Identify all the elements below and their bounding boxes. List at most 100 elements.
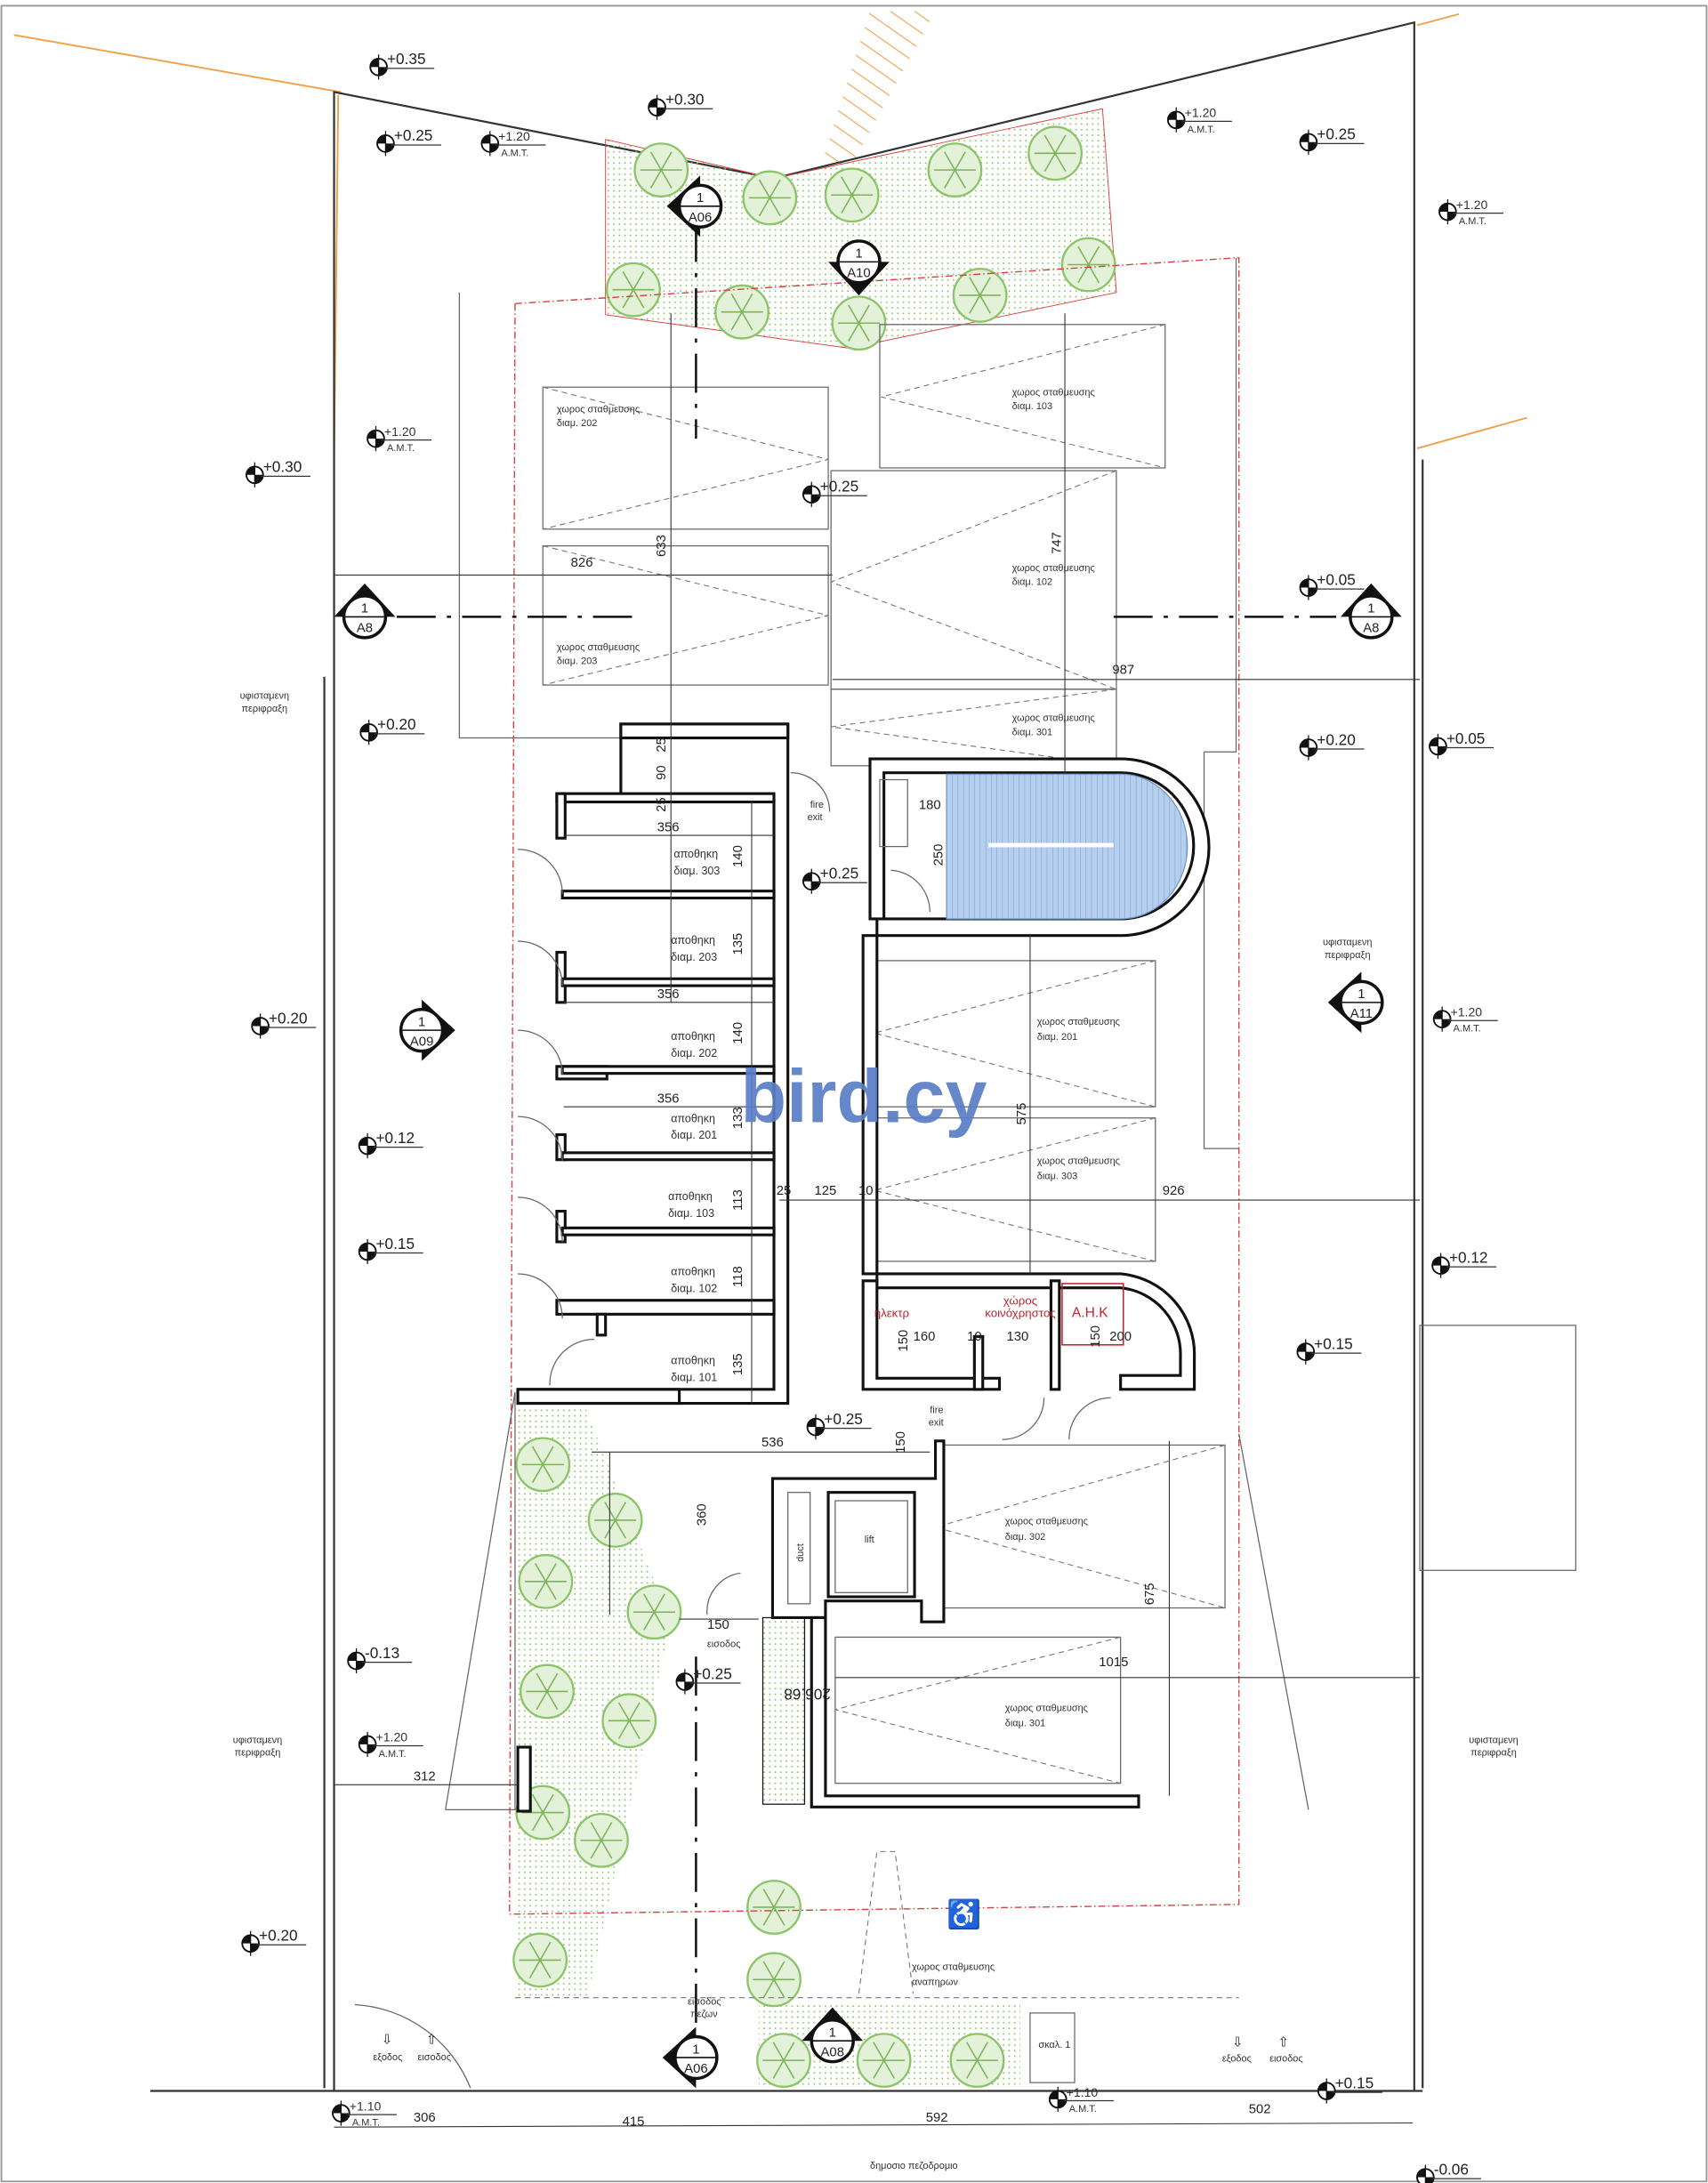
level-markers: +0.35+0.30+0.25+1.20A.M.T.+1.20A.M.T.+0.…: [241, 50, 1503, 2183]
tree-icon: [633, 142, 689, 198]
entry-label: εισοδος: [1269, 2054, 1303, 2065]
dimension-label: 25: [655, 737, 669, 753]
dimension-label: 360: [695, 1503, 709, 1526]
section-number: 1: [361, 602, 368, 616]
level-marker: +0.15: [1296, 1334, 1362, 1365]
dimension-label: 133: [731, 1107, 745, 1129]
section-number: 1: [697, 191, 704, 205]
dimension-label: 250: [931, 844, 946, 866]
parking-bay: [834, 1636, 1122, 1784]
dimension-label: 312: [414, 1770, 436, 1784]
exit-label: εξοδος: [373, 2052, 402, 2063]
tree-icon: [574, 1812, 629, 1868]
stair-label: σκαλ. 1: [1038, 2040, 1070, 2050]
dimension-label: 633: [655, 535, 669, 557]
tree-icon: [601, 1693, 657, 1749]
electrical-room-label: ηλεκτρ: [874, 1306, 910, 1319]
tree-icon: [520, 1663, 575, 1720]
level-value: +1.20: [498, 129, 530, 143]
dimension-label: 180: [919, 798, 941, 812]
level-value: +0.05: [1446, 729, 1486, 747]
level-value: +1.10: [350, 2098, 382, 2113]
exit-label: εξοδος: [1222, 2054, 1252, 2065]
level-value: +1.20: [375, 1730, 407, 1744]
section-number: 1: [1367, 602, 1374, 616]
dimension-label: 140: [731, 845, 745, 867]
dimension-label: 502: [1249, 2103, 1271, 2117]
garden-west: [514, 1406, 672, 1998]
parking-bay: [830, 689, 1117, 767]
dimension-label: 25: [777, 1184, 792, 1198]
dimension-label: 140: [731, 1022, 745, 1044]
level-marker: +0.20: [241, 1927, 307, 1957]
dimension-label: 160: [914, 1330, 936, 1344]
dimension-label: 113: [731, 1189, 745, 1211]
level-value: +0.25: [1317, 125, 1356, 143]
level-marker: +0.25: [376, 126, 442, 157]
section-marker: 1A8: [334, 583, 396, 640]
dimension-label: 150: [894, 1431, 908, 1454]
level-value: +1.20: [384, 424, 416, 439]
stair-core: [861, 757, 1211, 1391]
level-value: +0.15: [375, 1235, 415, 1253]
dimension-label: 135: [731, 933, 745, 955]
level-marker: +0.20: [251, 1009, 317, 1040]
sheet-frame: [0, 4, 1708, 2183]
level-value: +0.20: [269, 1009, 308, 1027]
tree-icon: [587, 1493, 643, 1548]
tree-icon: [512, 1932, 568, 1988]
dimension-label: 306: [414, 2111, 436, 2125]
level-marker: +0.25: [1299, 125, 1365, 156]
dimension-label: 826: [571, 556, 593, 570]
level-reference: A.M.T.: [379, 1749, 407, 1760]
entry-label: εισοδος: [417, 2052, 451, 2063]
level-marker: +0.30: [246, 458, 310, 488]
section-sheet: A8: [357, 622, 373, 636]
dimension-label: 118: [731, 1266, 745, 1287]
dimension-label: 926: [1163, 1184, 1185, 1198]
tree-icon: [952, 268, 1008, 323]
tree-icon: [831, 295, 887, 351]
level-marker: +0.12: [1431, 1248, 1497, 1279]
hatched-neighbour-area: [821, 11, 936, 165]
level-value: +0.15: [1335, 2074, 1374, 2091]
level-marker: +0.30: [648, 91, 713, 121]
level-value: +1.10: [1067, 2085, 1099, 2099]
exit-arrow-icon: ⇩: [1232, 2035, 1243, 2050]
dimension-label: 356: [657, 1092, 680, 1107]
level-marker: +1.20A.M.T.: [480, 129, 546, 158]
dimension-label: 747: [1050, 532, 1064, 554]
section-number: 1: [418, 1015, 425, 1029]
section-marker: 1A8: [1340, 583, 1402, 640]
level-value: +0.25: [394, 126, 433, 144]
dimension-label: 356: [657, 820, 680, 834]
level-marker: +0.15: [358, 1235, 423, 1265]
level-value: +0.35: [387, 50, 426, 68]
tree-icon: [756, 2033, 811, 2089]
dimension-label: 200: [1109, 1330, 1132, 1344]
tree-icon: [518, 1553, 574, 1609]
level-reference: A.M.T.: [387, 443, 415, 454]
level-marker: +1.20A.M.T.: [367, 424, 432, 454]
level-value: +0.25: [693, 1664, 732, 1682]
section-lines: [396, 222, 1337, 2033]
level-reference: A.M.T.: [1454, 1024, 1481, 1035]
overhang-outline: [458, 292, 621, 739]
dimension-label: 150: [897, 1330, 911, 1352]
level-reference: A.M.T.: [1188, 125, 1215, 135]
